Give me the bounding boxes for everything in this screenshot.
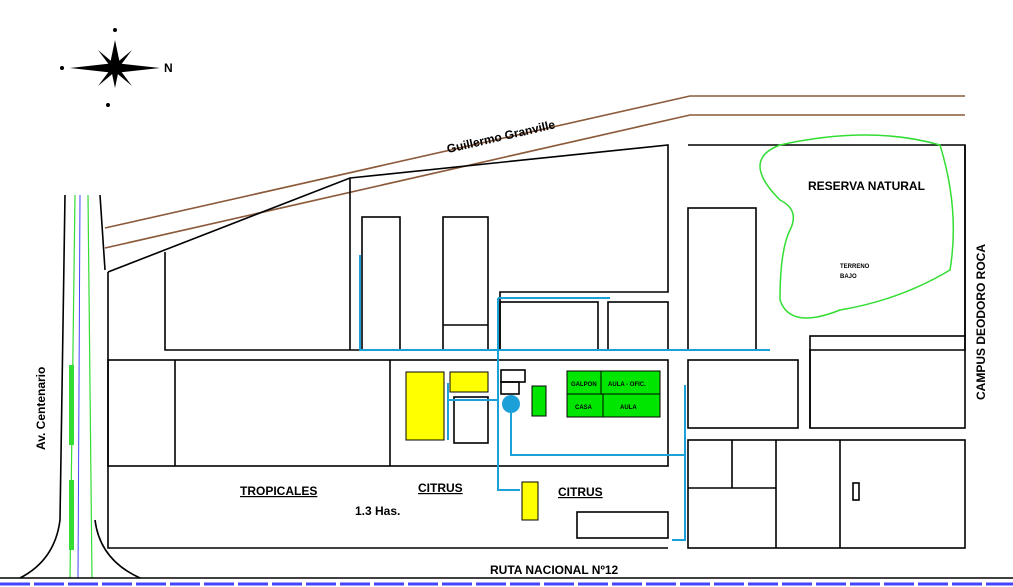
low-ground-label-1: TERRENO	[840, 264, 870, 270]
area-citrus-1: CITRUS	[418, 481, 463, 495]
plot	[607, 301, 669, 351]
building-aula-ofic: AULA - OFIC.	[608, 382, 646, 388]
compass-rose-icon: N	[60, 28, 173, 107]
street-av-centenario: Av. Centenario	[34, 367, 48, 450]
area-tropicales-size: 1.3 Has.	[355, 504, 400, 518]
green-building-group: GALPON AULA - OFIC. CASA AULA	[566, 370, 661, 418]
street-ruta-nacional-12: RUTA NACIONAL Nº12	[490, 563, 618, 577]
road-edge	[104, 95, 965, 229]
street-guillermo-granville: Guillermo Granville	[445, 117, 556, 156]
plot	[361, 216, 401, 351]
road-edge	[104, 114, 965, 249]
avenue-edge	[94, 194, 141, 579]
north-label: N	[164, 61, 173, 75]
yellow-building	[521, 481, 539, 521]
water-line	[510, 385, 686, 541]
reserve-boundary	[759, 134, 955, 319]
water-line	[447, 383, 498, 440]
plot	[442, 216, 489, 351]
green-building	[531, 385, 547, 417]
area-tropicales: TROPICALES	[240, 484, 317, 498]
building-galpon: GALPON	[571, 382, 597, 388]
avenue-edge	[19, 194, 66, 579]
area-citrus-2: CITRUS	[558, 485, 603, 499]
yellow-building	[449, 371, 489, 393]
low-ground-label-2: BAJO	[840, 274, 857, 280]
plot	[107, 359, 669, 467]
building-casa: CASA	[575, 405, 593, 411]
plot	[499, 301, 599, 351]
building-aula: AULA	[620, 405, 637, 411]
water-line	[497, 297, 610, 491]
yellow-building	[405, 371, 445, 441]
street-campus-deodoro-roca: CAMPUS DEODORO ROCA	[974, 244, 988, 400]
parcel	[107, 144, 669, 351]
reserve-label: RESERVA NATURAL	[808, 179, 925, 193]
water-line	[359, 255, 770, 351]
water-tank	[502, 395, 520, 413]
